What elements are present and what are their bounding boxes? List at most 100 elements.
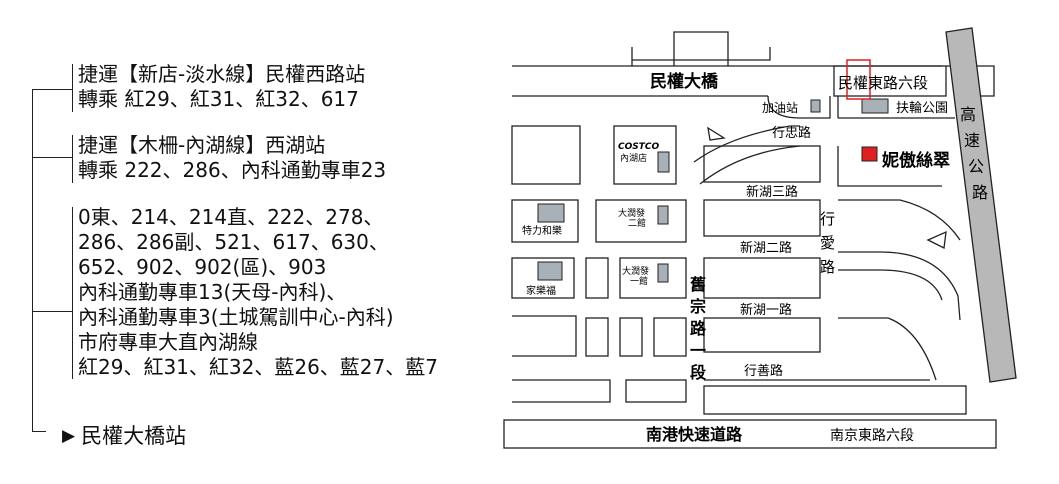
park-block [837,96,955,119]
xinhu2-label: 新湖二路 [740,240,792,256]
ramp-triangle [707,126,726,141]
block-row4-a [585,317,609,357]
bracket-tick-2 [32,157,72,158]
ramp-diagonal-2 [699,145,801,185]
route-group-3-line-5: 內科通勤專車3(土城駕訓中心-內科) [78,305,394,329]
group2-bar [72,135,73,183]
highway-label-2: 速 [964,131,980,150]
costco-branch: 內湖店 [620,152,647,164]
highway-label-1: 高 [960,105,976,124]
rtmart-1-sub: 一館 [630,275,648,287]
right-top-block [833,65,947,97]
route-group-3-line-3: 652、902、902(區)、903 [78,255,327,279]
carrefour-label: 家樂福 [526,284,556,297]
xingai-2: 愛 [820,234,835,252]
costco-building [657,151,670,173]
destination-label: ▶ 民權大橋站 [62,422,186,450]
route-group-3-line-6: 市府專車大直內湖線 [78,330,258,354]
triangle-right-icon: ▶ [62,426,76,446]
route-group-3-line-4: 內科通勤專車13(天母-內科)、 [78,280,347,304]
bracket-tick-dest [32,431,46,432]
rtmart-1-label: 大潤發 [622,265,649,277]
route-group-2: 捷運【木柵-內湖線】西湖站 轉乘 222、286、內科通勤專車23 [72,133,387,183]
block-costco [613,125,677,185]
store-marker [861,146,878,162]
xingzhong-label: 行忠路 [772,125,811,141]
curve-road-2 [838,251,961,321]
xingai-1: 行 [820,210,835,228]
xingai-3: 路 [820,258,835,276]
park-label: 扶輪公園 [896,100,948,116]
route-group-1-line-2: 轉乘 紅29、紅31、紅32、617 [78,87,359,111]
nangang-expressway-road [503,419,997,449]
route-group-3-line-1: 0東、214、214直、222、278、 [78,205,384,229]
block-row4-b [619,317,643,357]
destination-text: 民權大橋站 [81,424,187,448]
xingshan-label: 行善路 [744,363,783,379]
rtmart-2-label: 大潤發 [618,207,645,219]
bottom-curve [838,317,937,381]
jiuzong-1: 舊 [690,275,706,294]
area-map: 高 速 公 路 民權大橋 民權東路六段 加油站 扶輪公園 行忠路 COSTCO … [503,27,1017,449]
block-xinhu1-upper [703,257,821,299]
curve-triangle [926,230,947,249]
block-xinhu1-lower [703,317,821,353]
bracket-vertical [32,89,33,431]
block-row4-c [653,317,687,357]
block-row4-left [512,315,577,357]
block-row5-c [703,385,967,415]
bracket-tick-1 [32,89,72,90]
gas-station-building [810,99,821,113]
rtmart-2-building [657,205,669,225]
b-and-q-label: 特力和樂 [522,224,562,237]
rtmart-1-building [657,263,669,283]
gas-station-label: 加油站 [762,101,798,115]
block-row5-left [512,379,611,403]
block-small [585,257,609,299]
bracket-tick-3 [32,311,72,312]
route-info-panel: 捷運【新店-淡水線】民權西路站 轉乘 紅29、紅31、紅32、617 捷運【木柵… [0,0,500,484]
ramp-diagonal [693,125,800,163]
costco-logo: COSTCO [618,142,659,152]
jiuzong-4: 一 [690,341,706,360]
block-xinhu3 [703,145,821,183]
jiuzong-3: 路 [690,319,707,338]
nangang-label: 南港快速道路 [646,425,743,444]
bridge-railing [631,47,771,66]
route-group-1-line-1: 捷運【新店-淡水線】民權西路站 [78,62,366,86]
nanjing-label: 南京東路六段 [830,428,914,444]
block-rtmart-1 [619,257,687,299]
block-left-1 [511,125,581,185]
route-group-3-line-7: 紅29、紅31、紅32、藍26、藍27、藍7 [78,355,438,379]
block-b-and-q [511,199,579,243]
bridge-structure [673,31,729,66]
highway-label-4: 路 [972,183,988,202]
b-and-q-building [537,203,565,223]
group3-bar [72,207,73,379]
minquan-east-label: 民權東路六段 [838,74,928,92]
route-group-2-line-2: 轉乘 222、286、內科通勤專車23 [78,158,387,182]
block-row5-b [625,379,687,403]
store-label: 妮傲絲翠 [881,150,950,171]
right-block-upper [837,146,942,187]
rtmart-2-sub: 二館 [628,217,646,229]
xinhu3-label: 新湖三路 [746,184,798,200]
block-xinhu2 [703,199,821,237]
route-group-3-line-2: 286、286副、521、617、630、 [78,230,389,254]
carrefour-building [537,261,563,281]
route-group-1: 捷運【新店-淡水線】民權西路站 轉乘 紅29、紅31、紅32、617 [72,62,366,112]
park-building [861,98,889,114]
block-rtmart-2 [595,199,687,243]
xingzhong-curve [767,95,831,119]
xinhu1-label: 新湖一路 [740,302,792,318]
group1-bar [72,64,73,112]
block-carrefour [511,257,575,299]
curve-road-3 [838,269,943,301]
curve-road-1 [838,199,961,241]
route-group-2-line-1: 捷運【木柵-內湖線】西湖站 [78,133,326,157]
highlight-box [846,59,871,100]
jiuzong-5: 段 [690,363,707,382]
bridge-label: 民權大橋 [650,71,719,92]
route-group-3: 0東、214、214直、222、278、 286、286副、521、617、63… [72,205,438,380]
highway-band [945,27,1017,383]
